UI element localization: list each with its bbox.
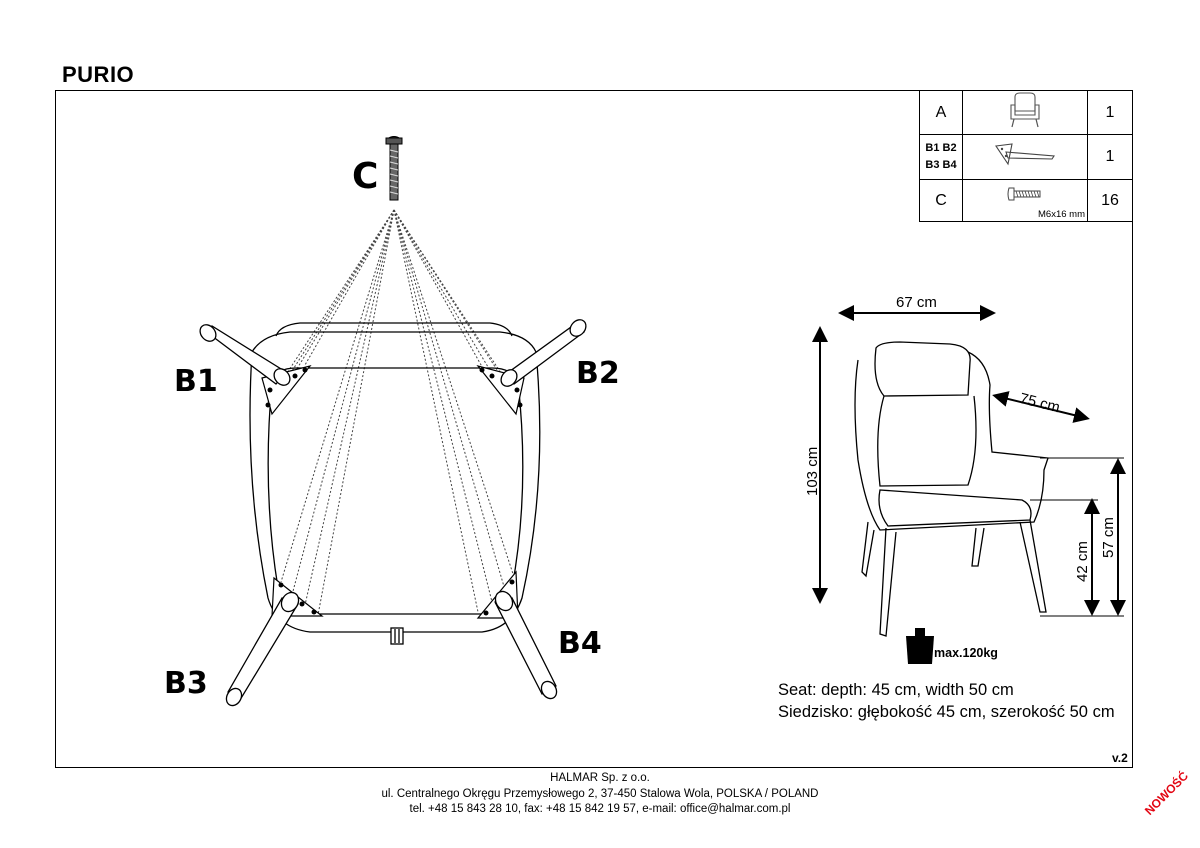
max-load-label: max.120kg <box>934 646 998 660</box>
seat-height-dimension: 42 cm <box>1074 541 1091 582</box>
part-id-b: B1 B2 B3 B4 <box>919 134 963 180</box>
screw-label: C <box>352 156 379 197</box>
screw-c-icon <box>385 136 403 201</box>
product-title: PURIO <box>62 62 135 87</box>
parts-row-a: A 1 <box>919 90 1133 135</box>
bracket-holes <box>265 367 523 616</box>
part-qty: 1 <box>1087 90 1133 135</box>
weight-icon <box>906 628 934 664</box>
leg-label-b4: B4 <box>558 626 602 661</box>
armchair-icon <box>962 90 1088 135</box>
width-dimension: 67 cm <box>896 294 937 311</box>
screw-spec: M6x16 mm <box>1038 209 1085 220</box>
parts-table: A 1 B1 B2 B3 B4 1 C <box>919 90 1133 222</box>
assembly-guide-lines <box>267 209 521 616</box>
version-label: v.2 <box>1112 751 1128 765</box>
screw-icon-cell: M6x16 mm <box>962 179 1088 222</box>
footer-company: HALMAR Sp. z o.o. <box>550 772 650 784</box>
seat-info-en: Seat: depth: 45 cm, width 50 cm <box>778 681 1014 699</box>
leg-label-b2: B2 <box>576 356 620 391</box>
part-id-b-line2: B3 B4 <box>925 159 957 171</box>
part-id: C <box>919 179 963 222</box>
height-dimension: 103 cm <box>804 446 821 496</box>
chair-legs <box>199 319 587 707</box>
seat-info-pl: Siedzisko: głębokość 45 cm, szerokość 50… <box>778 703 1115 721</box>
armchair-side-view <box>854 341 1049 637</box>
company-footer: HALMAR Sp. z o.o. ul. Centralnego Okręgu… <box>0 771 1200 818</box>
leg-brackets <box>261 364 525 619</box>
parts-row-b: B1 B2 B3 B4 1 <box>919 134 1133 180</box>
instruction-frame <box>55 90 1133 768</box>
armrest-height-dimension: 57 cm <box>1100 517 1117 558</box>
dimension-drawing <box>812 305 1126 664</box>
part-qty: 1 <box>1087 134 1133 180</box>
part-id: A <box>919 90 963 135</box>
screw-icon <box>1007 187 1041 201</box>
footer-address: ul. Centralnego Okręgu Przemysłowego 2, … <box>381 787 819 800</box>
part-id-b-line1: B1 B2 <box>925 142 957 154</box>
part-qty: 16 <box>1087 179 1133 222</box>
footer-contact: tel. +48 15 843 28 10, fax: +48 15 842 1… <box>409 803 791 815</box>
leg-label-b1: B1 <box>174 364 218 399</box>
leg-label-b3: B3 <box>164 666 208 701</box>
assembly-drawing <box>199 136 587 707</box>
dimension-arrows <box>812 305 1126 616</box>
parts-row-c: C M6x16 mm 16 <box>919 179 1133 222</box>
leg-icon <box>962 134 1088 180</box>
